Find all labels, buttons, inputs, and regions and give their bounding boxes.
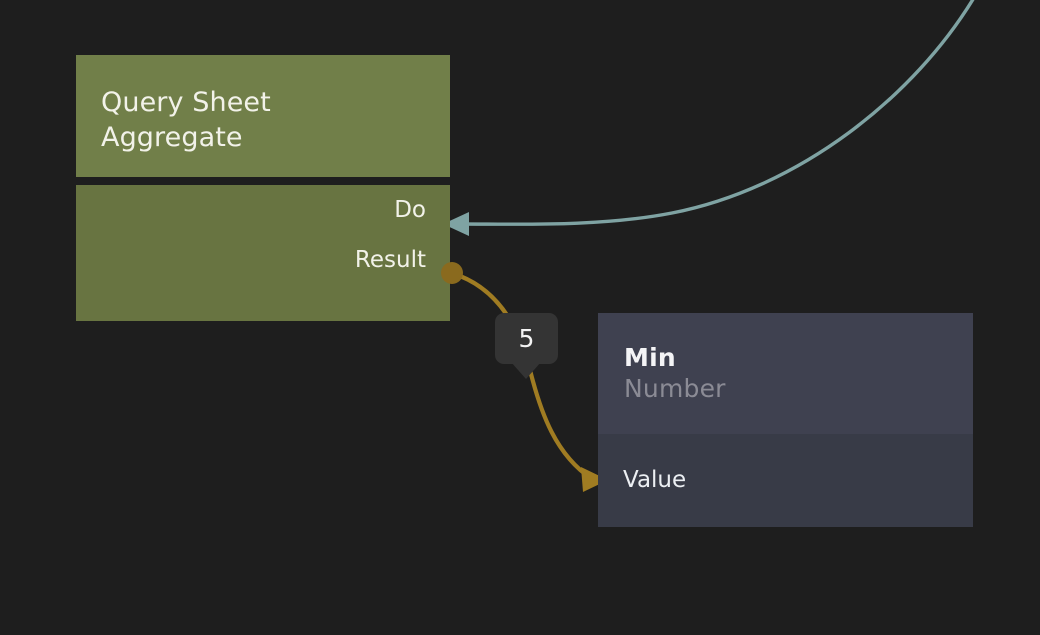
port-label-value: Value <box>623 467 687 493</box>
node-header-min-number[interactable]: Min Number <box>598 313 973 434</box>
port-label-result: Result <box>354 246 426 273</box>
wire-value-badge-text: 5 <box>518 324 535 353</box>
wire-value-badge-tail <box>511 362 541 379</box>
node-subtitle-number: Number <box>624 374 726 403</box>
node-title-min: Min <box>624 343 676 372</box>
node-body-min-number: Value <box>598 434 973 527</box>
port-row-do[interactable]: Do <box>76 185 450 235</box>
node-header-query-sheet-aggregate[interactable]: Query Sheet Aggregate <box>76 55 450 177</box>
port-row-result[interactable]: Result <box>76 235 450 285</box>
wire-value-badge[interactable]: 5 <box>495 313 558 364</box>
node-body-query-sheet-aggregate: Do Result <box>76 185 450 321</box>
port-dot-result[interactable] <box>441 262 463 284</box>
port-label-do: Do <box>394 196 426 223</box>
node-min-number[interactable]: Min Number Value <box>598 313 973 527</box>
node-query-sheet-aggregate[interactable]: Query Sheet Aggregate Do Result <box>76 55 450 321</box>
node-title: Query Sheet Aggregate <box>101 87 271 153</box>
exec-wire-path <box>458 0 975 226</box>
